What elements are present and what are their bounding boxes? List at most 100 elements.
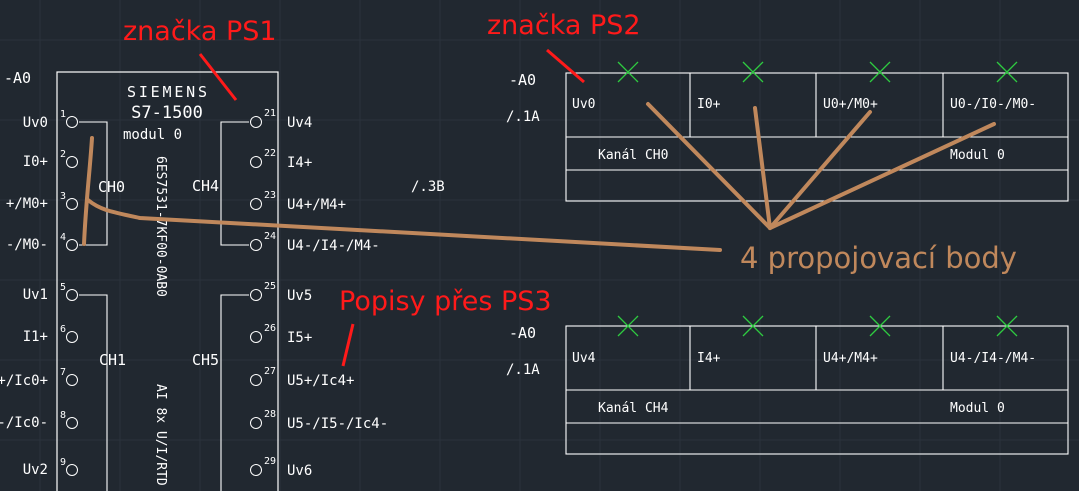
terminal-label: Uv4 bbox=[287, 115, 312, 131]
channel-brackets bbox=[79, 121, 249, 491]
connection-points-pointers bbox=[82, 102, 996, 252]
left-terminal-6[interactable]: I1+ 6 bbox=[23, 324, 78, 345]
terminal-label: I0+ bbox=[23, 154, 48, 170]
connection-point-icon[interactable] bbox=[996, 61, 1018, 83]
channel-label-ch5: CH5 bbox=[192, 351, 219, 369]
terminal-circle[interactable] bbox=[66, 417, 78, 429]
channel-block-ch4[interactable]: -A0 /.1A Uv4 I4+ U4+/M4+ U4-/I4-/M4- Kan… bbox=[506, 315, 1069, 455]
terminal-number: 21 bbox=[264, 108, 276, 119]
terminal-circle[interactable] bbox=[66, 156, 78, 168]
terminal-number: 29 bbox=[264, 456, 276, 467]
block-channel-label: Kanál CH0 bbox=[598, 148, 668, 163]
module-type-label: AI 8x U/I/RTD bbox=[153, 384, 168, 486]
connection-point-icon[interactable] bbox=[742, 61, 764, 83]
terminal-label: Uv6 bbox=[287, 463, 312, 479]
connection-point-icon[interactable] bbox=[869, 61, 891, 83]
terminal-circle[interactable] bbox=[66, 464, 78, 476]
left-terminal-3[interactable]: +/M0+3 bbox=[6, 191, 78, 212]
terminal-circle[interactable] bbox=[66, 289, 78, 301]
terminal-number: 24 bbox=[264, 231, 276, 242]
block-channel-label: Kanál CH4 bbox=[598, 401, 669, 416]
terminal-number: 27 bbox=[264, 366, 276, 377]
terminal-label: I5+ bbox=[287, 330, 312, 346]
annotation-ps1: značka PS1 bbox=[123, 16, 277, 47]
terminal-number: 23 bbox=[264, 190, 276, 201]
terminal-number: 6 bbox=[60, 324, 66, 335]
block-module-label: Modul 0 bbox=[950, 401, 1005, 416]
terminal-number: 9 bbox=[60, 457, 66, 468]
terminal-number: 8 bbox=[60, 410, 66, 421]
block-cell-label: U4-/I4-/M4- bbox=[950, 351, 1036, 366]
block-ref: -A0 bbox=[509, 324, 536, 342]
terminal-label: U4+/M4+ bbox=[287, 197, 346, 213]
module-brand: SIEMENS bbox=[127, 83, 207, 101]
terminal-number: 7 bbox=[60, 367, 66, 378]
page-ref-3b: /.3B bbox=[411, 179, 445, 195]
terminal-circle[interactable] bbox=[250, 289, 262, 301]
left-terminal-8[interactable]: -/Ic0- 8 bbox=[0, 410, 78, 431]
terminal-number: 26 bbox=[264, 323, 276, 334]
channel-block-ch0[interactable]: -A0 /.1A Uv0 I0+ U0+/M0+ U0-/I0-/M0- Kan… bbox=[506, 61, 1069, 202]
terminal-circle[interactable] bbox=[250, 156, 262, 168]
block-cell-label: Uv0 bbox=[572, 97, 595, 112]
block-cell-label: U0+/M0+ bbox=[823, 97, 878, 112]
left-terminal-7[interactable]: +/Ic0+7 bbox=[0, 367, 78, 389]
terminal-circle[interactable] bbox=[66, 331, 78, 343]
terminal-number: 28 bbox=[264, 409, 276, 420]
connection-point-icon[interactable] bbox=[617, 61, 639, 83]
terminal-circle[interactable] bbox=[66, 198, 78, 210]
terminal-label: Uv5 bbox=[287, 288, 312, 304]
channel-label-ch1: CH1 bbox=[99, 351, 126, 369]
block-frame bbox=[565, 325, 1069, 455]
block-cell-label: Uv4 bbox=[572, 351, 596, 366]
terminal-number: 1 bbox=[60, 109, 66, 120]
connection-point-icon[interactable] bbox=[617, 315, 639, 337]
terminal-label: I4+ bbox=[287, 155, 312, 171]
block-frame bbox=[565, 72, 1069, 202]
terminal-circle[interactable] bbox=[250, 374, 262, 386]
terminal-circle[interactable] bbox=[66, 374, 78, 386]
block-page-ref: /.1A bbox=[506, 362, 540, 378]
connection-point-icon[interactable] bbox=[869, 315, 891, 337]
terminal-label: -/Ic0- bbox=[0, 415, 48, 431]
terminal-number: 4 bbox=[60, 232, 66, 243]
terminal-label: I1+ bbox=[23, 329, 48, 345]
connection-point-icon[interactable] bbox=[996, 315, 1018, 337]
left-terminal-4[interactable]: -/M0-4 bbox=[6, 232, 78, 253]
terminal-circle[interactable] bbox=[250, 464, 262, 476]
terminal-circle[interactable] bbox=[250, 331, 262, 343]
annotation-ps1-pointer bbox=[198, 53, 238, 101]
annotation-ps3: Popisy přes PS3 bbox=[339, 286, 552, 317]
terminal-circle[interactable] bbox=[250, 198, 262, 210]
left-terminal-2[interactable]: I0+ 2 bbox=[23, 149, 78, 170]
terminal-circle[interactable] bbox=[250, 417, 262, 429]
annotation-connection-points: 4 propojovací body bbox=[740, 241, 1017, 275]
module-outline bbox=[56, 71, 279, 491]
terminal-circle[interactable] bbox=[66, 239, 78, 251]
terminal-number: 22 bbox=[264, 148, 276, 159]
block-module-label: Modul 0 bbox=[950, 148, 1005, 163]
terminal-circle[interactable] bbox=[250, 239, 262, 251]
terminal-circle[interactable] bbox=[250, 116, 262, 128]
block-page-ref: /.1A bbox=[506, 109, 540, 125]
connection-point-icon[interactable] bbox=[742, 315, 764, 337]
terminal-label: U5-/I5-/Ic4- bbox=[287, 416, 388, 432]
terminal-label: +/M0+ bbox=[6, 196, 48, 212]
terminal-circle[interactable] bbox=[66, 116, 78, 128]
module-symbol[interactable]: -A0 SIEMENS S7-1500 modul 0 6ES7531-7KF0… bbox=[0, 69, 445, 491]
terminal-label: U4-/I4-/M4- bbox=[287, 238, 380, 254]
terminal-number: 2 bbox=[60, 149, 66, 160]
